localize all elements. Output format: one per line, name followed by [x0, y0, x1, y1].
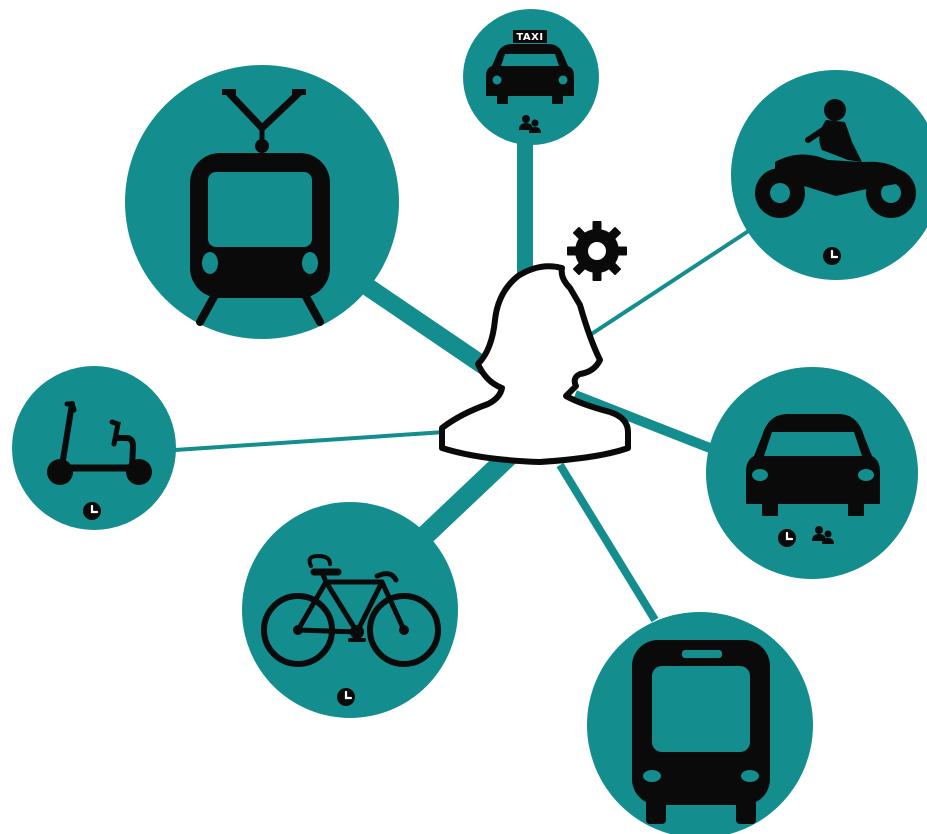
node-taxi: TAXI: [463, 9, 599, 145]
connector-car: [573, 390, 717, 455]
clock-icon: [335, 686, 357, 708]
node-bicycle: [242, 502, 458, 718]
tram-icon: [190, 89, 330, 326]
car-icon: [746, 414, 880, 516]
connector-motorbike: [588, 228, 752, 337]
connector-bicycle: [408, 447, 517, 553]
motorbike-icon: [755, 99, 916, 218]
bus-icon: [632, 640, 770, 824]
clock-icon: [81, 500, 103, 522]
taxi-sign-text: TAXI: [516, 32, 543, 43]
node-bus: [587, 612, 813, 834]
connector-bus: [556, 462, 659, 623]
scooter-icon: [47, 401, 152, 485]
node-tram: [125, 65, 399, 339]
bicycle-icon: [261, 554, 441, 667]
clock-icon: [776, 527, 798, 549]
clock-icon: [821, 245, 843, 267]
node-motorbike: [731, 70, 927, 280]
center-person: [439, 221, 631, 465]
connectors: [174, 135, 752, 623]
node-car: [706, 367, 918, 579]
taxi-icon: TAXI: [486, 30, 574, 104]
gear-icon: [567, 221, 627, 281]
node-scooter: [12, 366, 176, 530]
connector-tram: [359, 277, 496, 378]
connector-scooter: [174, 430, 446, 452]
person-silhouette-icon: [439, 263, 631, 465]
